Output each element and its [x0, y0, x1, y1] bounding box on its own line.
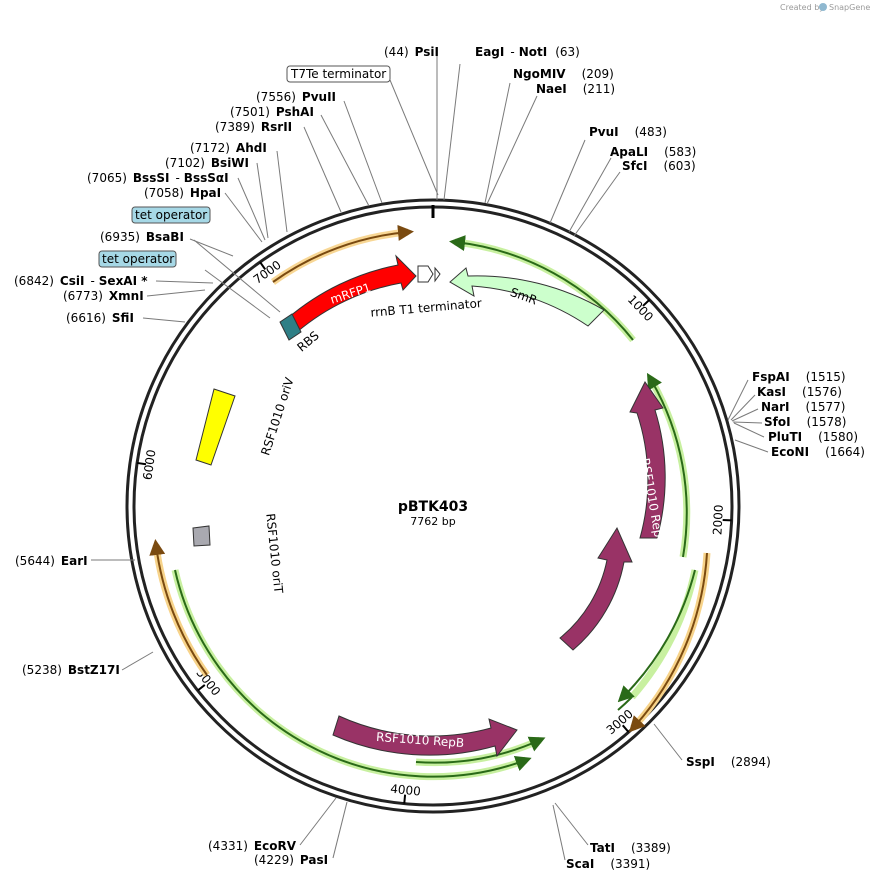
green-arc-bottom: [415, 736, 546, 764]
site-eari[interactable]: (5644)EarI: [15, 554, 88, 568]
site-pvuii[interactable]: (7556)PvuII: [256, 90, 336, 104]
site-fspai[interactable]: FspAI(1515): [752, 370, 846, 384]
site-ecorv[interactable]: (4331)EcoRV: [208, 839, 297, 853]
orange-arc-top: [272, 224, 414, 283]
site-bsabi[interactable]: (6935)BsaBI: [100, 230, 184, 244]
label-tet-operator-2[interactable]: tet operator: [98, 250, 177, 268]
orange-arc-left: [149, 539, 208, 676]
site-sfci[interactable]: SfcI(603): [622, 159, 696, 173]
brand-text: SnapGene: [829, 3, 870, 12]
site-pvui[interactable]: PvuI(483): [589, 125, 667, 139]
feature-oriv[interactable]: RSF1010 oriV: [195, 375, 297, 466]
site-bsssi-bsssai[interactable]: (7065)BssSI-BssSαI: [87, 171, 229, 185]
tet-operator-1-text: tet operator: [135, 208, 207, 222]
site-sfoi[interactable]: SfoI(1578): [764, 415, 846, 429]
site-apali[interactable]: ApaLI(583): [610, 145, 696, 159]
tick-label-6000: 6000: [140, 449, 158, 481]
plasmid-name: pBTK403: [398, 499, 468, 515]
plasmid-size: 7762 bp: [410, 515, 455, 528]
site-bsiwi[interactable]: (7102)BsiWI: [165, 156, 249, 170]
site-naei[interactable]: NaeI(211): [536, 82, 615, 96]
oriv-label: RSF1010 oriV: [258, 375, 297, 457]
repb-label: RSF1010 RepB: [376, 730, 465, 750]
site-leader-lines: [91, 56, 769, 861]
site-sfii[interactable]: (6616)SfiI: [66, 311, 134, 325]
green-arc-right2: [617, 569, 696, 703]
site-econi[interactable]: EcoNI(1664): [771, 445, 865, 459]
site-kasi[interactable]: KasI(1576): [757, 385, 842, 399]
site-xmni[interactable]: (6773)XmnI: [63, 289, 144, 303]
site-pasi[interactable]: (4229)PasI: [254, 853, 328, 867]
site-tati[interactable]: TatI(3389): [590, 841, 671, 855]
feature-mrfp1[interactable]: mRFP1: [287, 254, 417, 333]
feature-repc[interactable]: RSF1010 RepC: [629, 381, 667, 547]
tick-mark-5000: [197, 684, 206, 692]
tick-label-7000: 7000: [251, 258, 284, 287]
rrnb-label: rrnB T1 terminator: [370, 296, 483, 320]
annotation-arcs: [149, 224, 711, 781]
tick-label-2000: 2000: [710, 504, 725, 535]
site-psii[interactable]: (44)PsiI: [384, 45, 439, 59]
orange-arc-left-glow: [152, 544, 210, 678]
green-arc-left: [174, 569, 532, 778]
credit-text: Created by: [780, 3, 824, 12]
orange-arc-right: [628, 552, 708, 733]
site-hpai[interactable]: (7058)HpaI: [144, 186, 221, 200]
label-tet-operator-1[interactable]: tet operator: [131, 206, 211, 224]
site-rsrii[interactable]: (7389)RsrII: [215, 120, 292, 134]
feature-repb[interactable]: RSF1010 RepB: [332, 715, 518, 758]
site-ngomiv[interactable]: NgoMIV(209): [513, 67, 614, 81]
feature-orit[interactable]: RSF1010 oriT: [192, 513, 286, 595]
green-arc-right: [646, 372, 688, 558]
site-bstz17i[interactable]: (5238)BstZ17I: [22, 663, 120, 677]
tick-label-3000: 3000: [604, 707, 636, 738]
site-scai[interactable]: ScaI(3391): [566, 857, 650, 871]
tick-mark-7000: [259, 261, 267, 271]
tick-mark-1000: [642, 299, 651, 307]
site-eagi-noti[interactable]: EagI-NotI(63): [475, 45, 580, 59]
site-pluti[interactable]: PluTI(1580): [768, 430, 858, 444]
site-pshai[interactable]: (7501)PshAI: [230, 105, 314, 119]
tick-mark-6000: [136, 461, 147, 466]
label-t7te-terminator[interactable]: T7Te terminator: [286, 65, 391, 83]
tick-label-1000: 1000: [625, 292, 656, 324]
t7te-terminator-text: T7Te terminator: [290, 67, 386, 81]
tick-label-4000: 4000: [390, 782, 422, 799]
snapgene-logo-icon: [819, 3, 827, 11]
tick-mark-3000: [621, 724, 630, 733]
feature-repa[interactable]: RSF1010 RepA: [559, 526, 664, 651]
site-ahdi[interactable]: (7172)AhdI: [190, 141, 267, 155]
site-nari[interactable]: NarI(1577): [761, 400, 845, 414]
tet-operator-2-text: tet operator: [102, 252, 174, 266]
snapgene-credit: Created by SnapGene: [780, 3, 870, 12]
site-sspi[interactable]: SspI(2894): [686, 755, 771, 769]
restriction-sites: (44)PsiI EagI-NotI(63) NgoMIV(209) NaeI(…: [14, 45, 865, 871]
green-arc-top: [449, 235, 634, 341]
tick-mark-4000: [403, 794, 407, 804]
site-csii-sexai[interactable]: (6842)CsiI-SexAI *: [14, 274, 148, 288]
orit-label: RSF1010 oriT: [263, 513, 285, 595]
